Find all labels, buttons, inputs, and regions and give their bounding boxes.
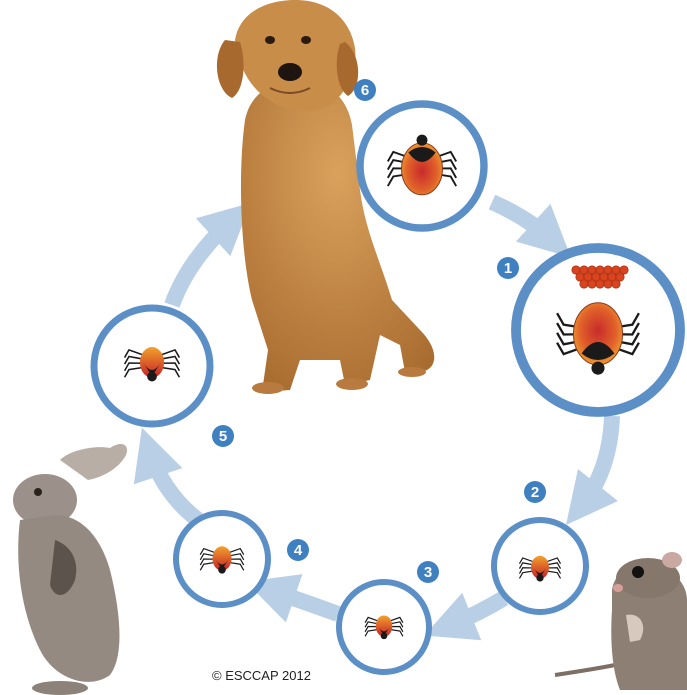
stage-number-badge: 6: [354, 79, 376, 101]
copyright-text: © ESCCAP 2012: [212, 668, 311, 683]
stage-number: 1: [504, 260, 512, 277]
stage-number-badge: 4: [287, 539, 309, 561]
arrow-2-to-3: [448, 598, 504, 626]
stage-number: 3: [424, 564, 432, 581]
stage-number: 6: [361, 82, 369, 99]
stage-number-badge: 1: [497, 257, 519, 279]
egg-cluster-icon: [572, 266, 628, 288]
stage-number-badge: 3: [417, 561, 439, 583]
rabbit-icon: [13, 444, 127, 695]
arrow-3-to-4: [270, 590, 338, 614]
stage-number: 4: [294, 542, 303, 559]
stage-number: 5: [219, 428, 227, 445]
engorged-nymph-icon: [94, 308, 210, 424]
stage-number-badge: 5: [212, 425, 234, 447]
stage-number-badge: 2: [524, 481, 546, 503]
arrow-4-to-5: [150, 452, 198, 520]
arrow-1-to-2: [582, 416, 612, 505]
arrow-5-to-dog: [172, 220, 232, 305]
arrow-6-to-1: [492, 202, 552, 240]
engorged-larva-icon: [339, 582, 429, 672]
stage-circles: 6 1 2 3 4 5: [94, 79, 680, 672]
stage-number: 2: [531, 484, 539, 501]
nymph-tick-icon: [176, 513, 268, 605]
engorged-adult-tick-icon: [360, 104, 484, 228]
larva-tick-icon: [494, 520, 586, 612]
egg-laying-tick-icon: [516, 248, 680, 412]
